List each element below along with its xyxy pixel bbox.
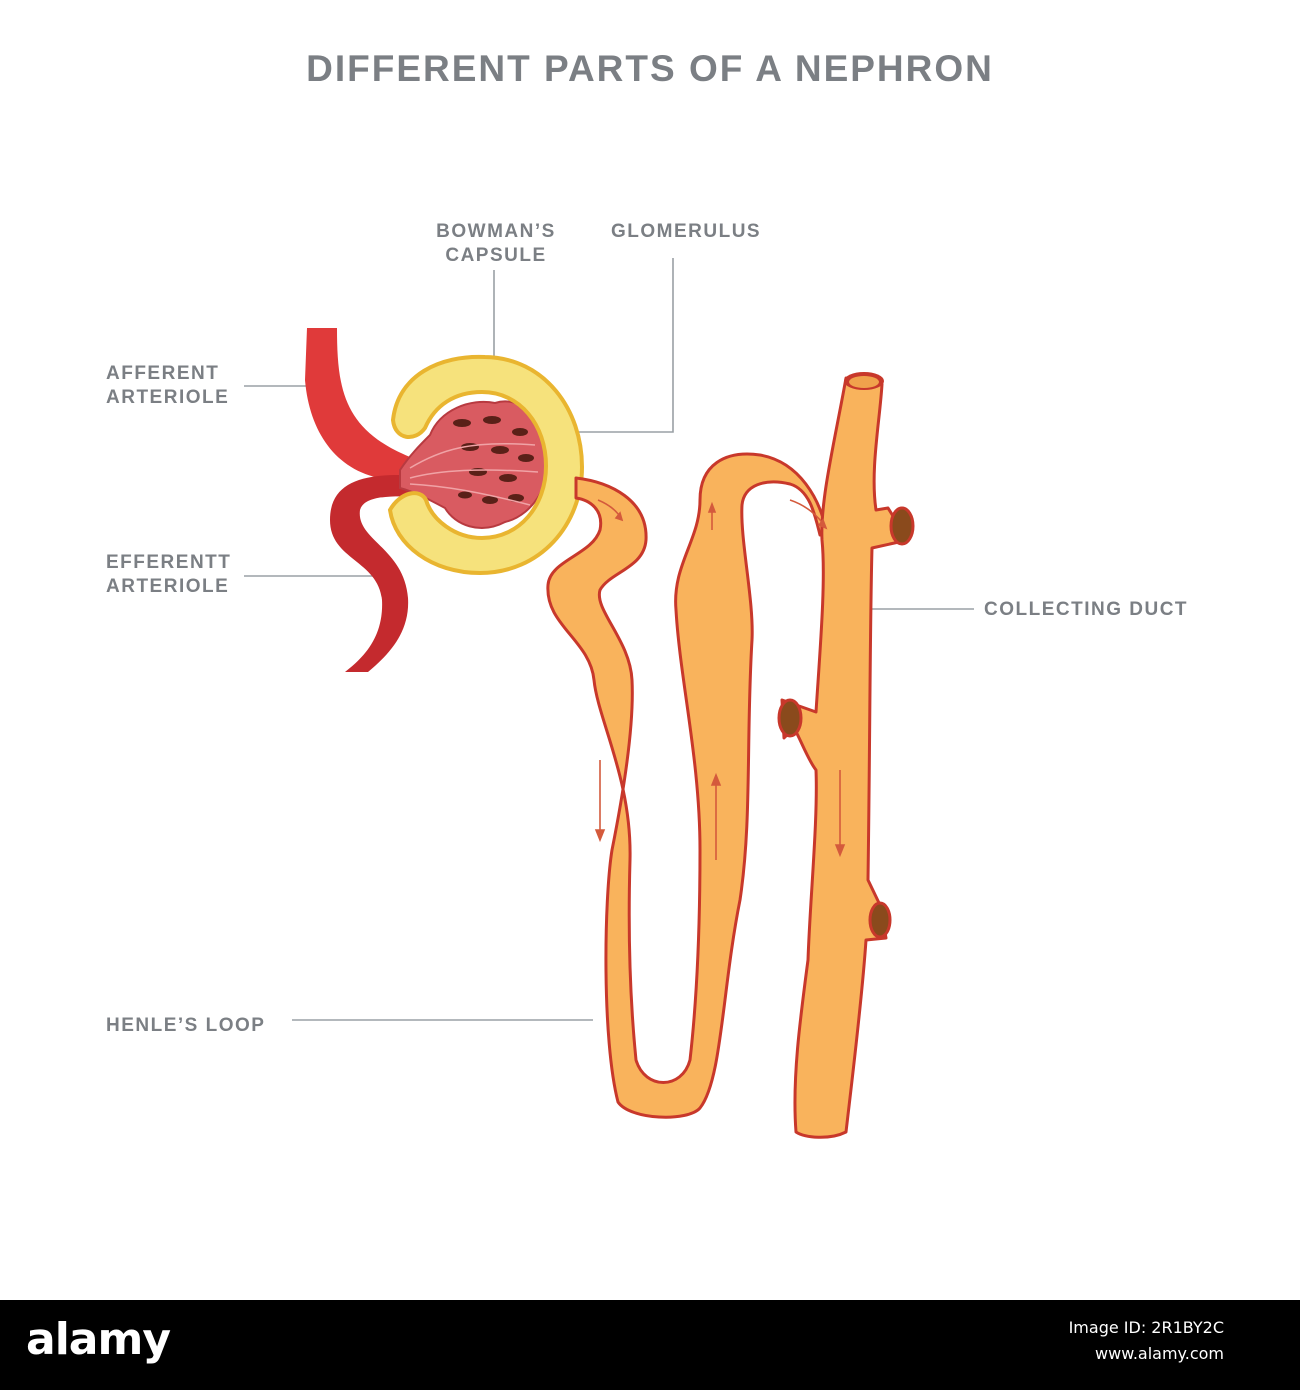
glomerulus (399, 400, 549, 529)
collecting-duct-branch-right-top (889, 506, 915, 546)
brand-logo: alamy (26, 1314, 171, 1365)
renal-tubule (546, 452, 828, 1119)
collecting-duct-branch-right-bottom (868, 901, 892, 939)
flow-arrows (594, 499, 846, 860)
label-afferent-arteriole: AFFERENT ARTERIOLE (106, 363, 230, 408)
label-bowmans-capsule: BOWMAN’S CAPSULE (436, 221, 556, 266)
nephron-diagram (244, 258, 974, 1139)
bowmans-capsule (387, 354, 585, 576)
label-collecting-duct: COLLECTING DUCT (984, 599, 1189, 620)
label-glomerulus: GLOMERULUS (611, 221, 762, 242)
label-efferent-arteriole: EFFERENTT ARTERIOLE (106, 552, 232, 597)
efferent-arteriole (330, 474, 428, 672)
footer-bar: alamy Image ID: 2R1BY2C www.alamy.com (0, 1300, 1300, 1390)
afferent-arteriole (305, 328, 410, 481)
image-id: Image ID: 2R1BY2C (1068, 1318, 1224, 1337)
collecting-duct-branch-left (777, 698, 803, 738)
collecting-duct (777, 372, 915, 1139)
page-title: DIFFERENT PARTS OF A NEPHRON (306, 48, 994, 89)
label-henles-loop: HENLE’S LOOP (106, 1015, 266, 1036)
site-url: www.alamy.com (1095, 1344, 1224, 1363)
